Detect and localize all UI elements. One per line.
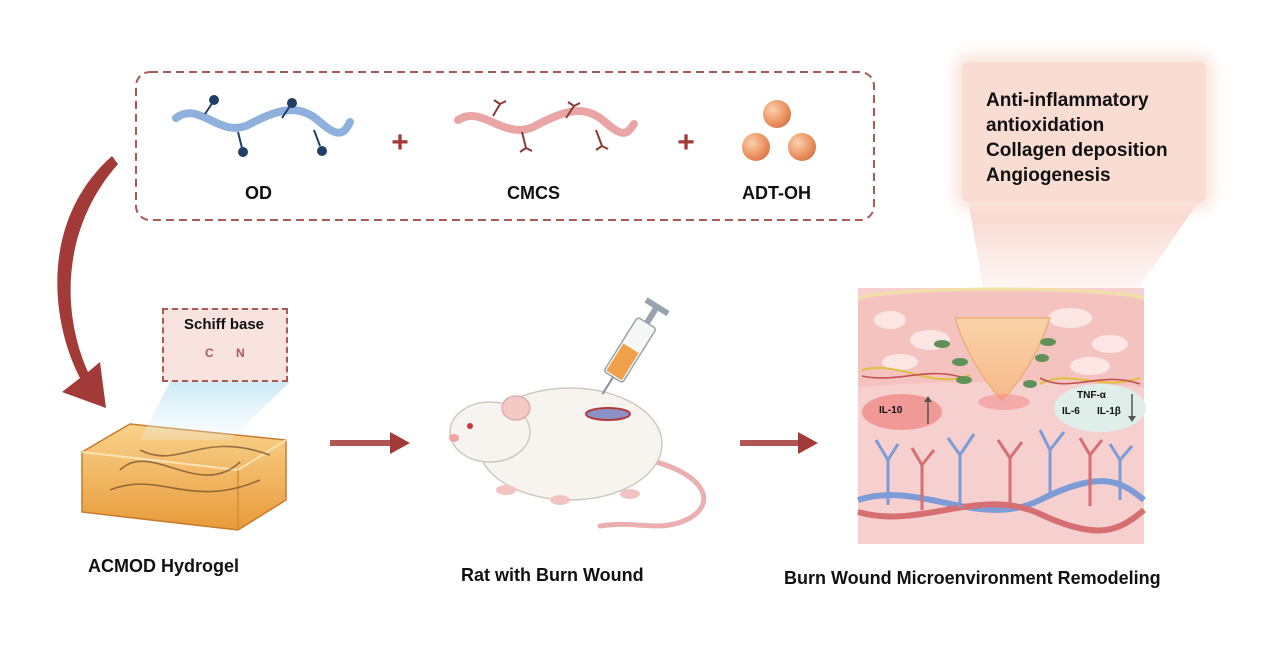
schiff-zoom-beam	[140, 382, 290, 440]
cytokine-marker-bg	[1054, 384, 1146, 432]
curved-arrow-down	[57, 156, 118, 408]
step-arrow-2	[740, 432, 818, 454]
effects-beam	[968, 200, 1200, 300]
effects-list: Anti-inflammatory antioxidation Collagen…	[986, 88, 1168, 188]
effect-angiogenesis: Angiogenesis	[986, 165, 1111, 186]
od-polymer-icon	[172, 95, 354, 157]
adt-oh-particles-icon	[742, 100, 816, 161]
plus-sign-1: +	[391, 126, 409, 159]
effect-antioxidation: antioxidation	[986, 115, 1105, 136]
label-rat: Rat with Burn Wound	[461, 565, 644, 585]
effect-anti-inflammatory: Anti-inflammatory	[986, 90, 1149, 111]
arrow-down-icon	[1128, 394, 1136, 422]
marker-tnf-alpha: TNF-α	[1077, 390, 1106, 401]
label-remodeling: Burn Wound Microenvironment Remodeling	[784, 568, 1161, 588]
hydrogel-block-icon	[81, 423, 287, 531]
step-arrow-1	[330, 432, 410, 454]
arrow-up-icon	[924, 396, 932, 424]
schiff-base-title: Schiff base	[184, 316, 265, 333]
label-adt-oh: ADT-OH	[742, 183, 811, 203]
schiff-atom-n: N	[236, 346, 245, 360]
effect-collagen-deposition: Collagen deposition	[986, 140, 1168, 161]
marker-il10: IL-10	[879, 405, 903, 416]
marker-il6: IL-6	[1062, 406, 1080, 417]
label-od: OD	[245, 183, 272, 203]
label-cmcs: CMCS	[507, 183, 560, 203]
schiff-base-box	[162, 308, 288, 382]
marker-il1b: IL-1β	[1097, 406, 1121, 417]
plus-sign-2: +	[677, 126, 695, 159]
syringe-icon	[601, 297, 670, 395]
cmcs-polymer-icon	[454, 99, 638, 153]
effects-box: Anti-inflammatory antioxidation Collagen…	[962, 62, 1206, 202]
label-hydrogel: ACMOD Hydrogel	[88, 556, 240, 576]
ingredients-box	[135, 71, 875, 221]
il10-marker-bg	[862, 394, 942, 430]
rat-icon	[449, 387, 707, 529]
schiff-bond: =	[221, 344, 222, 345]
schiff-atom-c: C	[205, 346, 214, 360]
